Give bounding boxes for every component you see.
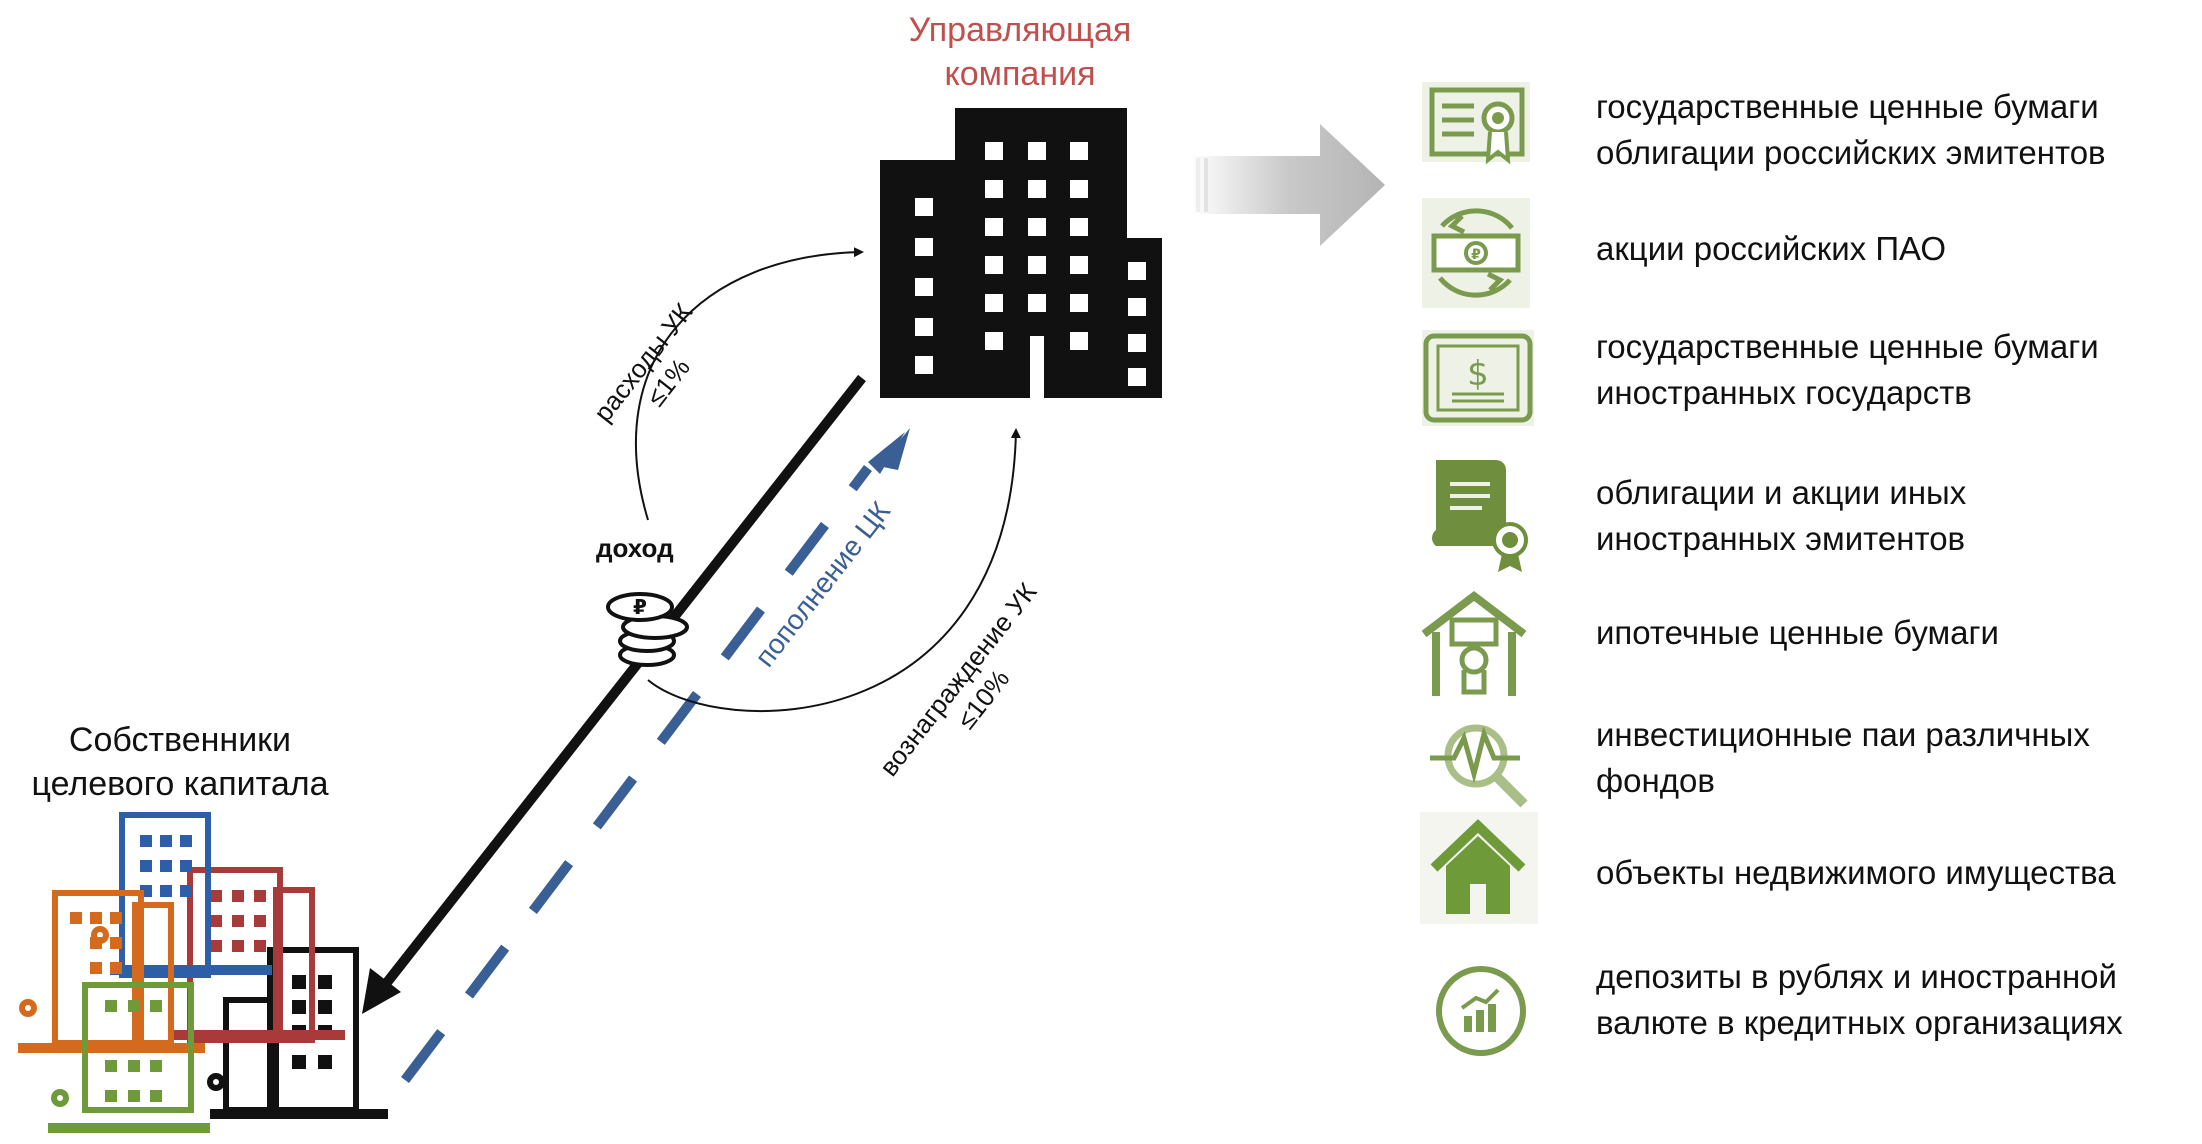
management-company-title-line1: Управляющая (908, 11, 1132, 49)
asset-item-5: ипотечные ценные бумаги (1596, 610, 1999, 656)
owners-buildings-icon (18, 812, 388, 1133)
asset-item-3: государственные ценные бумаги иностранны… (1596, 324, 2099, 416)
asset-item-1: государственные ценные бумаги облигации … (1596, 84, 2106, 176)
asset-item-2: акции российских ПАО (1596, 226, 1946, 272)
owners-title-line2: целевого капитала (31, 765, 329, 803)
asset-item-7: объекты недвижимого имущества (1596, 850, 2116, 896)
management-company-title-line2: компания (944, 55, 1096, 93)
mortgage-house-icon (1421, 590, 1527, 696)
analytics-magnifier-icon (1430, 724, 1528, 808)
dollar-banknote-icon: $ (1422, 330, 1534, 426)
owners-title: Собственники целевого капитала (0, 718, 360, 806)
asset-item-3-line2: иностранных государств (1596, 374, 1972, 411)
expenses-arrow (634, 247, 864, 521)
expenses-label: расходы УК ≤1% (588, 298, 699, 428)
deposit-chart-icon (1436, 966, 1526, 1056)
svg-text:пополнение ЦК: пополнение ЦК (749, 495, 897, 672)
reward-label: вознаграждение УК ≤10% (873, 577, 1042, 782)
big-right-arrow-icon (1190, 124, 1385, 246)
reward-label-line1: вознаграждение УК (873, 577, 1042, 782)
svg-text:₽: ₽ (1471, 247, 1481, 263)
replenishment-arrow (401, 428, 910, 1084)
asset-item-3-line1: государственные ценные бумаги (1596, 328, 2099, 365)
certificate-icon (1422, 82, 1530, 165)
asset-item-2-line1: акции российских ПАО (1596, 230, 1947, 267)
svg-text:$: $ (1467, 354, 1489, 394)
owners-title-line1: Собственники (68, 721, 292, 759)
management-company-title: Управляющая компания (905, 8, 1135, 96)
ruble-symbol: ₽ (633, 595, 647, 619)
asset-item-6-line2: фондов (1596, 762, 1715, 799)
house-icon (1420, 812, 1538, 924)
asset-item-8-line2: валюте в кредитных организациях (1596, 1004, 2123, 1041)
management-company-building-icon (880, 108, 1162, 398)
asset-item-8: депозиты в рублях и иностранной валюте в… (1596, 954, 2123, 1046)
reward-arrow (647, 428, 1021, 713)
asset-item-1-line2: облигации российских эмитентов (1596, 134, 2106, 171)
asset-item-1-line1: государственные ценные бумаги (1596, 88, 2099, 125)
scroll-seal-icon (1432, 460, 1528, 572)
asset-item-8-line1: депозиты в рублях и иностранной (1596, 958, 2117, 995)
asset-item-6-line1: инвестиционные паи различных (1596, 716, 2090, 753)
replenishment-label: пополнение ЦК (749, 495, 897, 672)
asset-item-4-line1: облигации и акции иных (1596, 474, 1967, 511)
ruble-exchange-icon: ₽ (1422, 198, 1530, 308)
asset-item-4: облигации и акции иных иностранных эмите… (1596, 470, 1966, 562)
payout-arrow (362, 374, 866, 1014)
asset-item-5-line1: ипотечные ценные бумаги (1596, 614, 1999, 651)
income-label: доход (596, 533, 674, 563)
asset-item-6: инвестиционные паи различных фондов (1596, 712, 2090, 804)
coins-icon: ₽ (606, 592, 689, 667)
asset-item-7-line1: объекты недвижимого имущества (1596, 854, 2116, 891)
asset-item-4-line2: иностранных эмитентов (1596, 520, 1966, 557)
